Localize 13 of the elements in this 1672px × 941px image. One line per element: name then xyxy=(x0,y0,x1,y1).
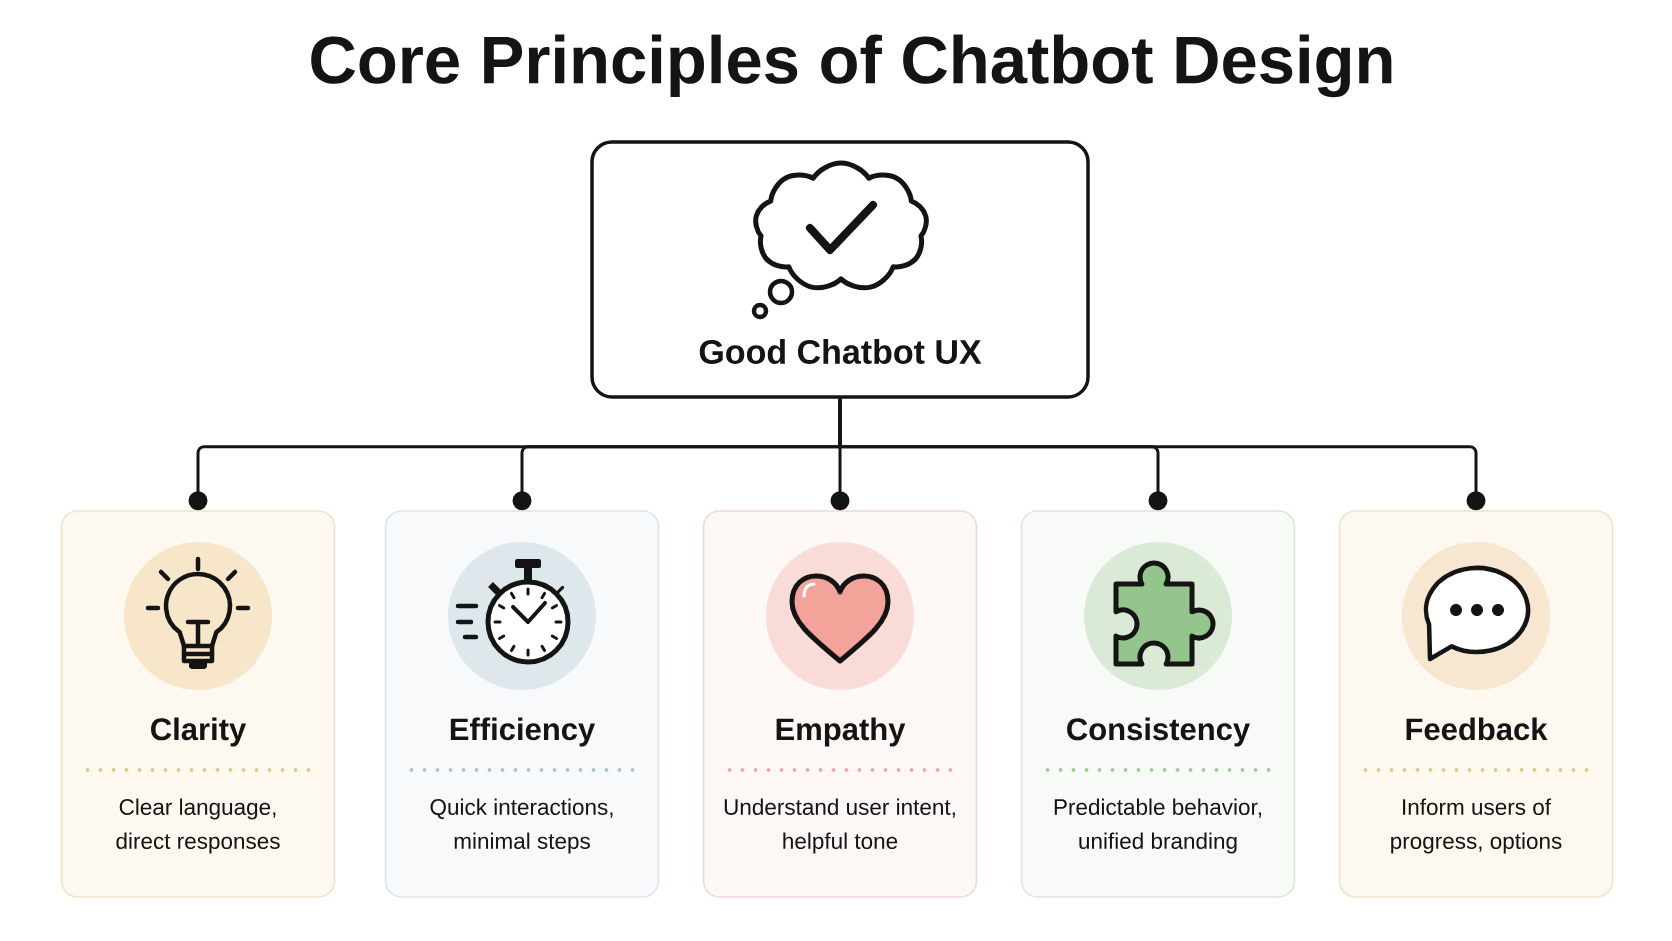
card-title: Efficiency xyxy=(450,717,596,747)
card-description: Predictable behavior, unified branding xyxy=(1054,798,1262,854)
card-description: Inform users of progress, options xyxy=(1391,798,1562,854)
card-description: Understand user intent, helpful tone xyxy=(724,798,955,854)
card-title: Empathy xyxy=(776,717,906,747)
card-description: Quick interactions, minimal steps xyxy=(430,798,613,854)
connector xyxy=(838,398,1486,511)
card-title: Feedback xyxy=(1406,717,1548,741)
card-description: Clear language, direct responses xyxy=(116,798,280,854)
card-title: Consistency xyxy=(1067,717,1250,747)
box-title: Good Chatbot UX xyxy=(699,339,982,364)
card-title: Clarity xyxy=(151,717,247,747)
title: Core Principles of Chatbot Design xyxy=(311,34,1392,98)
